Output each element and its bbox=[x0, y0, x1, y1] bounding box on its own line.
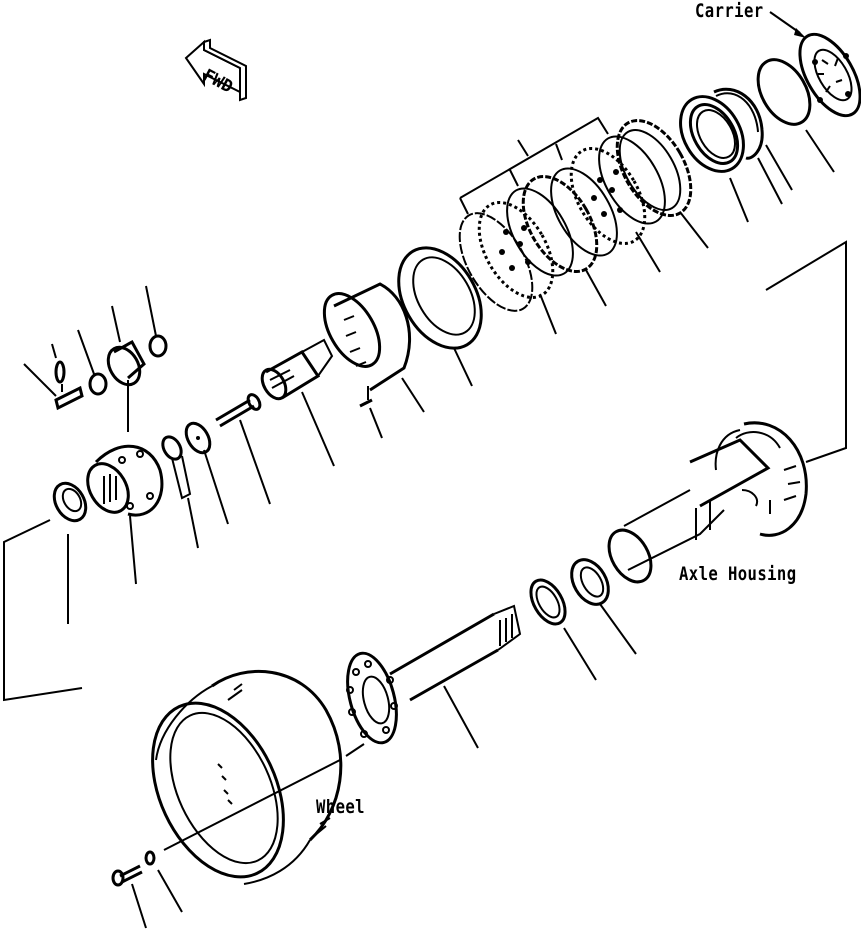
wheel-part bbox=[127, 671, 341, 897]
wheel-label: Wheel bbox=[316, 796, 365, 818]
fwd-arrow-icon: FWD bbox=[186, 40, 246, 100]
carrier-label: Carrier bbox=[695, 0, 764, 22]
carrier-part bbox=[770, 12, 861, 125]
axle-housing-label: Axle Housing bbox=[679, 563, 797, 585]
axle-housing-part bbox=[600, 423, 806, 589]
planet-carrier-hub-part bbox=[79, 446, 162, 519]
pinion-shaft-part bbox=[257, 340, 332, 403]
axle-shaft-part bbox=[339, 606, 520, 748]
